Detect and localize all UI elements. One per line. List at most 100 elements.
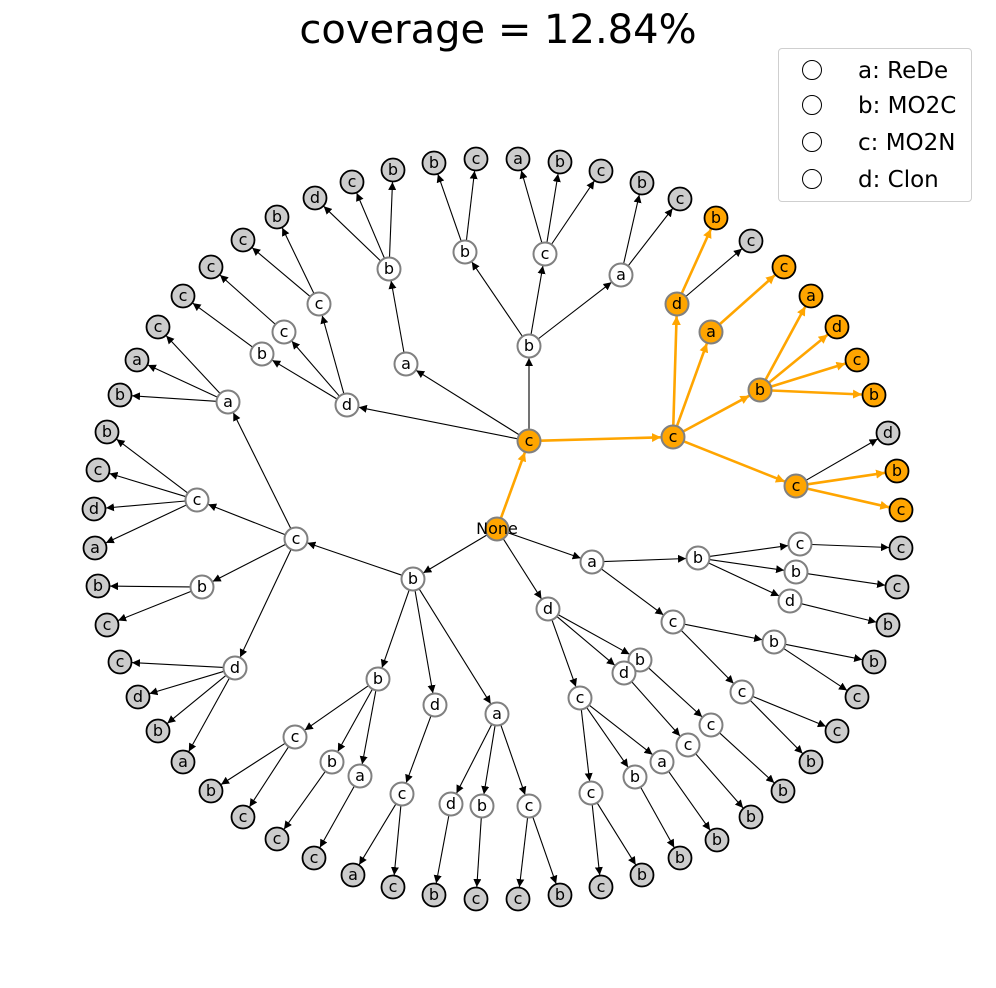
node-circle [170, 749, 196, 775]
node-label: a [806, 286, 816, 305]
node-circle [484, 516, 510, 542]
node-label: a [132, 350, 142, 369]
tree-node: a [347, 763, 373, 789]
tree-edge [623, 194, 642, 264]
node-circle [771, 254, 797, 280]
node-label: c [541, 244, 550, 263]
tree-node: d [438, 791, 464, 817]
leaf-node: b [667, 845, 693, 871]
node-label: c [310, 848, 319, 867]
tree-edge [580, 709, 593, 782]
tree-edge [320, 315, 345, 395]
tree-edge [105, 500, 186, 512]
tree-edge [415, 369, 520, 436]
node-circle [222, 655, 248, 681]
node-circle [761, 629, 787, 655]
node-circle [347, 763, 373, 789]
tree-edge [109, 471, 187, 498]
node-label: c [525, 796, 534, 815]
leaf-node: c [145, 314, 171, 340]
node-label: c [389, 877, 398, 896]
node-circle [798, 283, 824, 309]
node-label: b [711, 208, 721, 227]
node-circle [685, 545, 711, 571]
root-node: None [476, 516, 518, 542]
tree-edge [272, 359, 338, 400]
node-label: c [103, 615, 112, 634]
node-circle [334, 392, 360, 418]
tree-edge [588, 704, 653, 756]
leaf-node: d [125, 684, 151, 710]
node-label: b [712, 830, 722, 849]
node-label: c [792, 476, 801, 495]
node-label: b [477, 796, 487, 815]
node-label: a [355, 766, 365, 785]
node-circle [302, 185, 328, 211]
tree-edge [291, 340, 340, 397]
coverage-title: coverage = 12.84% [299, 7, 697, 53]
tree-edge [388, 280, 405, 353]
tree-edge [232, 412, 292, 529]
node-circle [729, 679, 755, 705]
node-circle [125, 684, 151, 710]
tree-edge [695, 753, 744, 809]
tree-node: b [622, 764, 648, 790]
tree-edge [283, 771, 326, 830]
node-circle [283, 526, 309, 552]
node-circle [629, 170, 655, 196]
node-circle [107, 382, 133, 408]
tree-node: b [469, 793, 495, 819]
node-circle [282, 724, 308, 750]
node-circle [230, 227, 256, 253]
leaf-node: a [124, 347, 150, 373]
highlighted-edge [680, 228, 713, 295]
tree-edge [358, 404, 518, 440]
node-circle [861, 649, 887, 675]
tree-edge [239, 549, 292, 658]
node-circle [516, 428, 542, 454]
node-label: c [587, 783, 596, 802]
node-circle [660, 609, 686, 635]
node-label: d [883, 423, 893, 442]
node-label: a [223, 392, 233, 411]
node-label: c [597, 877, 606, 896]
node-label: d [543, 599, 553, 618]
legend-entry-d: d: Clon [779, 165, 973, 195]
tree-node: c [184, 487, 210, 513]
node-circle [516, 793, 542, 819]
node-circle [184, 487, 210, 513]
highlighted-edge [768, 333, 829, 384]
node-label: c [738, 682, 747, 701]
leaf-node: a [340, 862, 366, 888]
node-circle [505, 146, 531, 172]
node-circle [145, 314, 171, 340]
node-label: c [398, 784, 407, 803]
tree-edge [586, 707, 629, 768]
node-circle [578, 780, 604, 806]
tree-edge [685, 248, 743, 297]
node-label: b [883, 615, 893, 634]
node-label: a [657, 752, 667, 771]
highlighted-edge [683, 440, 786, 483]
tree-edge [684, 623, 763, 643]
tree-node: b [516, 333, 542, 359]
leaf-node: b [264, 204, 290, 230]
tree-edge [516, 817, 529, 888]
tree-edge [249, 746, 290, 808]
node-label: c [669, 427, 678, 446]
node-label: c [707, 715, 716, 734]
node-circle [649, 749, 675, 775]
node-label: b [637, 173, 647, 192]
tree-node: c [306, 291, 332, 317]
tree-edge [627, 208, 674, 267]
node-label: b [630, 767, 640, 786]
leaf-node: b [629, 862, 655, 888]
tree-edge [380, 589, 410, 668]
node-label: b [675, 848, 685, 867]
circle-icon [802, 132, 822, 152]
leaf-node: c [264, 826, 290, 852]
tree-edge [709, 559, 785, 574]
node-circle [365, 666, 391, 692]
node-label: c [796, 534, 805, 553]
node-circle [703, 205, 729, 231]
